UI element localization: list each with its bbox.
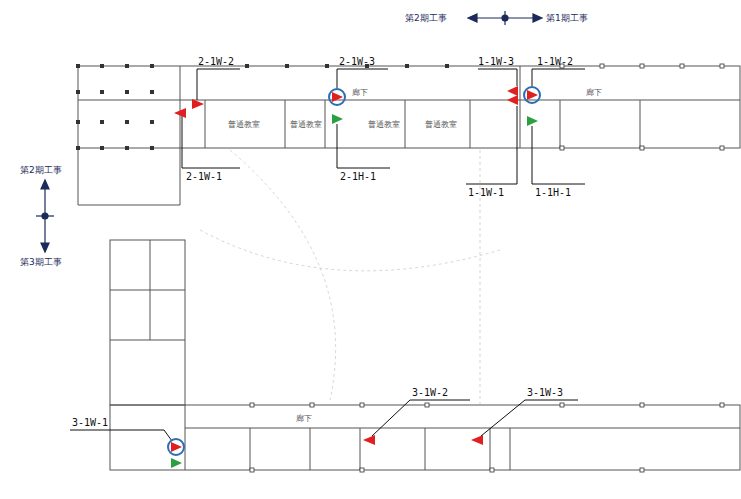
phase-label: 第1期工事 (546, 12, 588, 24)
room-name: 廊下 (352, 88, 368, 98)
room-name: 普通教室 (228, 120, 260, 130)
callout-number: 3-1W-3 (527, 387, 563, 399)
callout-number: 2-1W-1 (186, 171, 222, 183)
callout-number: 1-1H-1 (535, 187, 571, 199)
callout-number: 2-1W-3 (339, 56, 375, 68)
callout-number: 1-1W-2 (537, 56, 573, 68)
phase-label: 第2期工事 (405, 12, 447, 24)
callout-number: 2-1H-1 (340, 171, 376, 183)
callout-number: 3-1W-1 (72, 417, 108, 429)
callout-number: 2-1W-2 (198, 56, 234, 68)
room-name: 廊下 (586, 88, 602, 98)
room-name: 普通教室 (425, 120, 457, 130)
room-name: 普通教室 (290, 120, 322, 130)
phase-label: 第3期工事 (20, 256, 62, 268)
phase-label: 第2期工事 (20, 164, 62, 176)
callout-number: 3-1W-2 (412, 387, 448, 399)
room-name: 普通教室 (368, 120, 400, 130)
room-name: 廊下 (296, 414, 312, 424)
callout-number: 1-1W-3 (478, 56, 514, 68)
callout-number: 1-1W-1 (468, 187, 504, 199)
